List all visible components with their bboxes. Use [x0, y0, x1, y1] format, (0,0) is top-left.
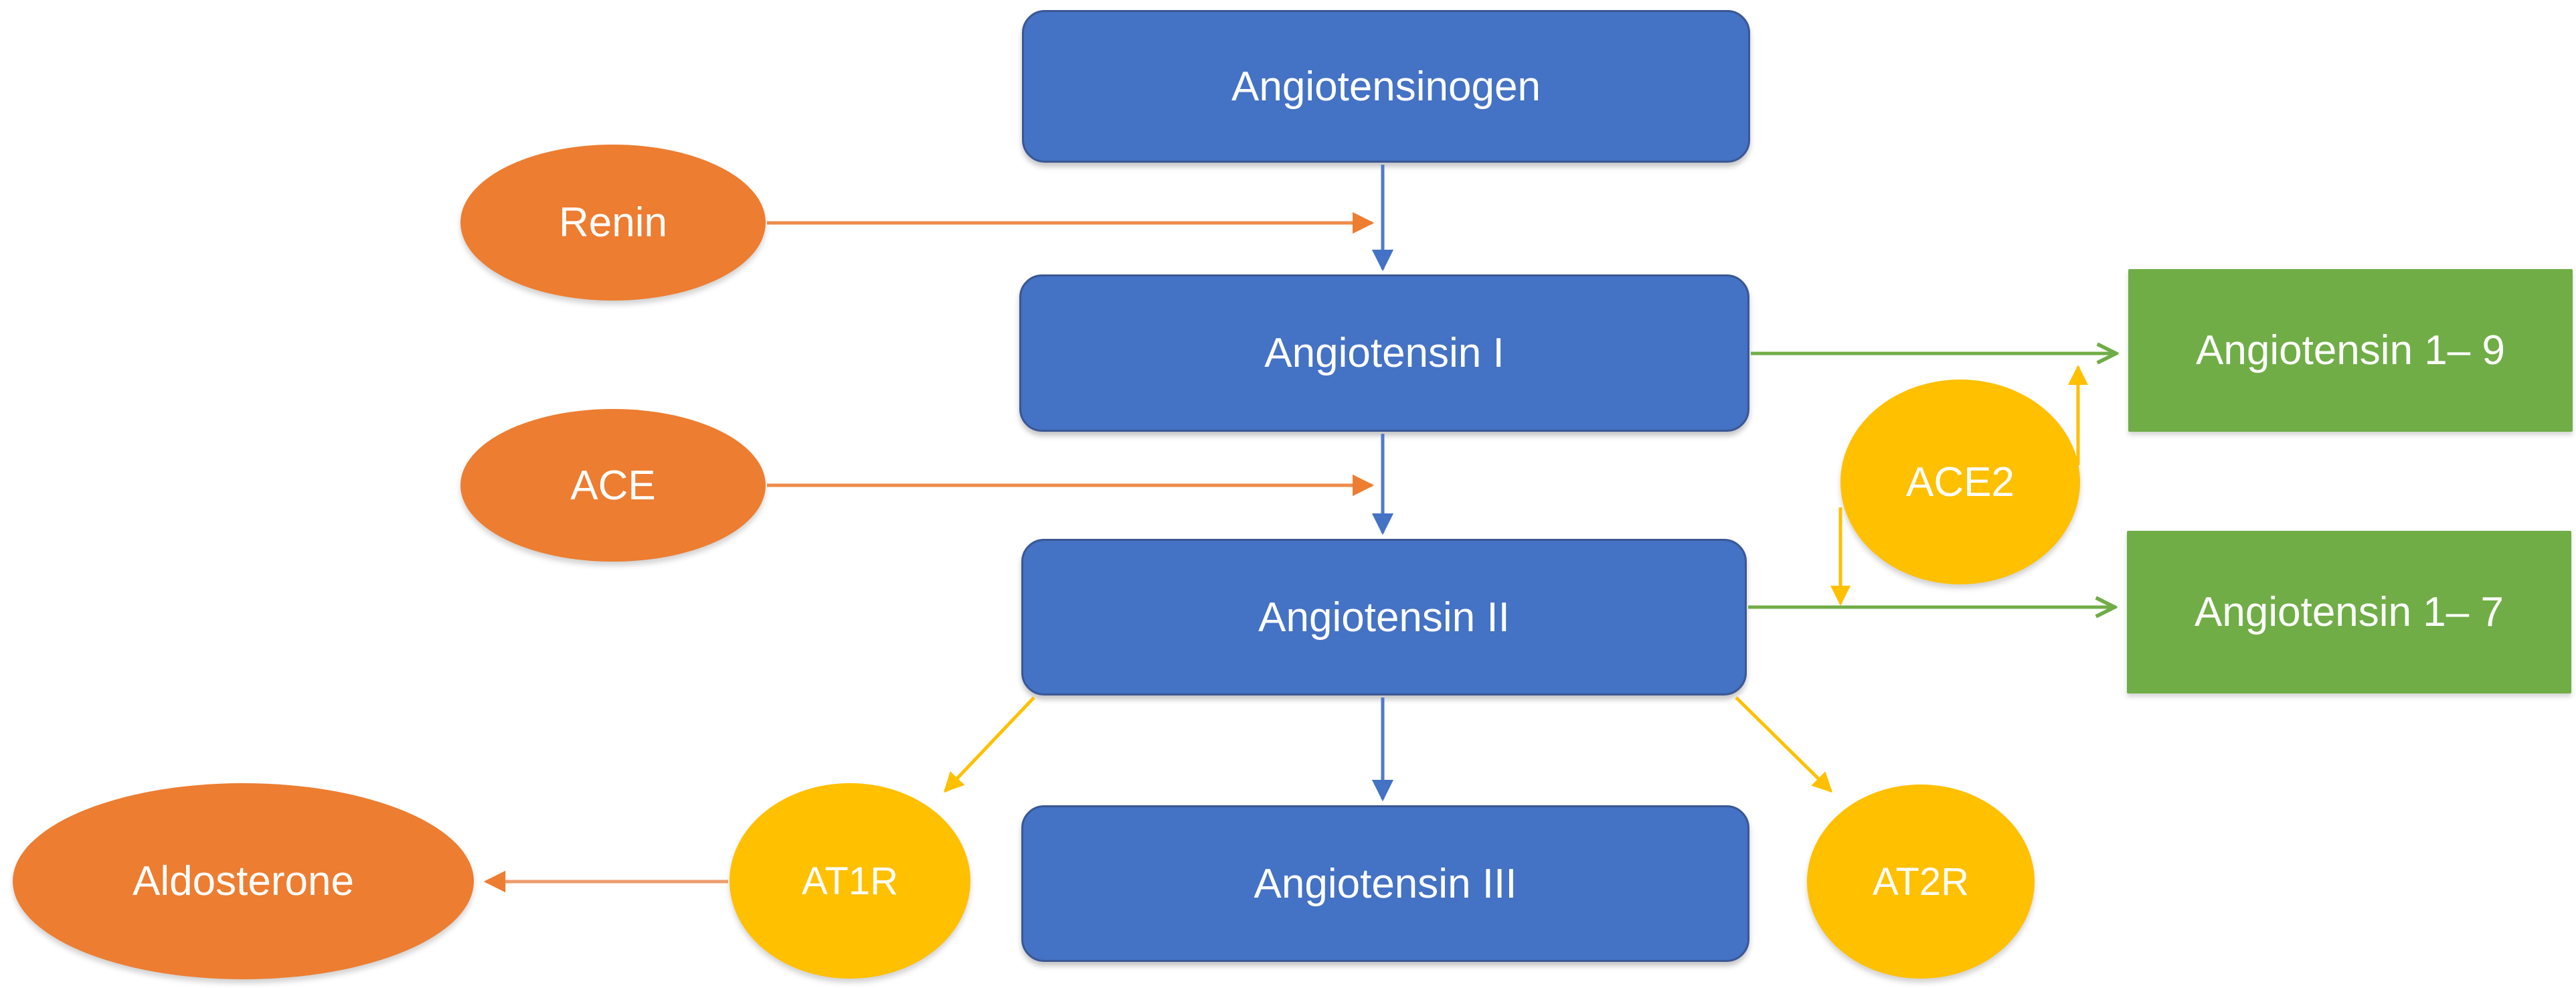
node-ace: ACE — [460, 409, 766, 562]
node-aldosterone-label: Aldosterone — [133, 858, 354, 904]
arrow-angiotensin-ii-to-at1r — [943, 696, 1035, 793]
node-renin-label: Renin — [559, 199, 667, 246]
node-at1r-label: AT1R — [802, 859, 898, 903]
node-angiotensin-ii: Angiotensin II — [1021, 539, 1747, 695]
node-angiotensin-ii-label: Angiotensin II — [1258, 594, 1510, 641]
node-angiotensinogen-label: Angiotensinogen — [1231, 63, 1541, 110]
node-at1r: AT1R — [729, 783, 970, 979]
node-angiotensin-1-7-label: Angiotensin 1– 7 — [2195, 589, 2504, 635]
node-ace-label: ACE — [570, 462, 656, 509]
node-ace2-label: ACE2 — [1906, 459, 2014, 505]
node-aldosterone: Aldosterone — [13, 783, 474, 979]
node-at2r-label: AT2R — [1873, 859, 1969, 904]
arrow-angiotensin-ii-to-at2r — [1735, 696, 1833, 793]
node-angiotensin-i: Angiotensin I — [1019, 274, 1749, 432]
node-ace2: ACE2 — [1840, 380, 2080, 584]
node-angiotensin-1-7: Angiotensin 1– 7 — [2127, 531, 2571, 693]
node-at2r: AT2R — [1807, 785, 2035, 979]
node-angiotensin-1-9: Angiotensin 1– 9 — [2128, 269, 2573, 432]
node-angiotensin-iii: Angiotensin III — [1021, 805, 1749, 962]
node-angiotensin-i-label: Angiotensin I — [1264, 330, 1505, 376]
node-angiotensin-1-9-label: Angiotensin 1– 9 — [2196, 327, 2505, 374]
node-angiotensinogen: Angiotensinogen — [1022, 10, 1750, 163]
node-angiotensin-iii-label: Angiotensin III — [1254, 860, 1517, 907]
node-renin: Renin — [460, 145, 766, 301]
